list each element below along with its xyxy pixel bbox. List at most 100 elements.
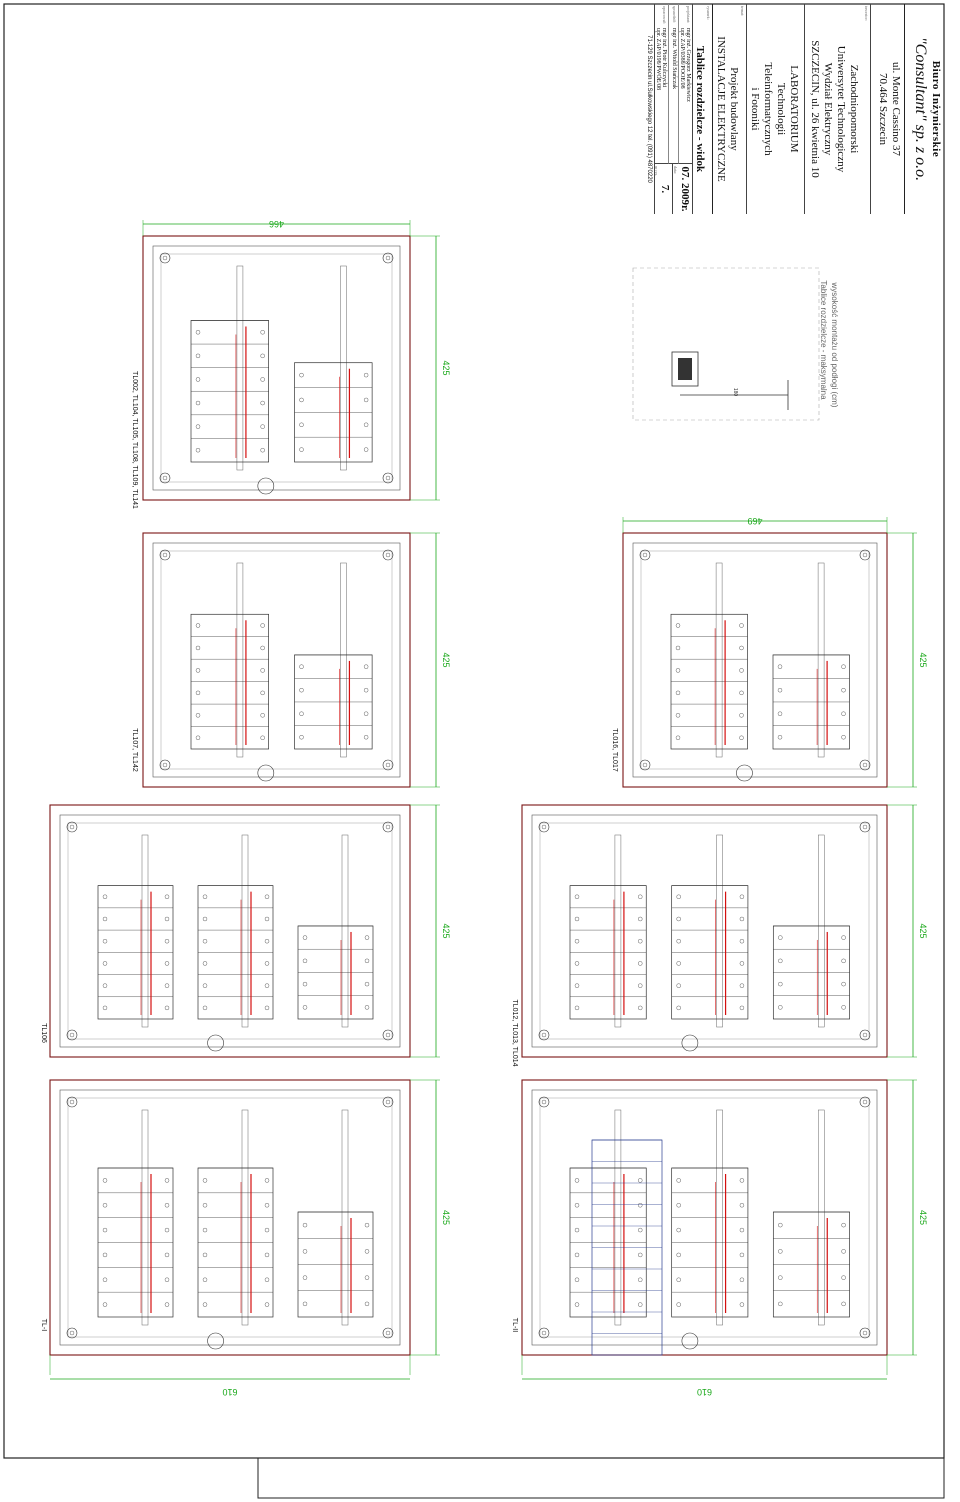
mounting-hole-inner: [69, 1330, 75, 1336]
terminal-screw: [739, 1178, 745, 1183]
terminal-screw: [574, 1277, 580, 1282]
terminal-screw: [676, 1302, 681, 1307]
mounting-hole: [382, 1327, 394, 1339]
terminal-screw: [739, 1005, 745, 1011]
investor-label: inwestor:: [864, 6, 869, 21]
investor-line-3: Wydział Elektryczny: [822, 62, 834, 156]
note-line-1: Tablice rozdzielcze - maksymalna: [819, 280, 828, 400]
terminal-screw: [739, 1252, 745, 1258]
terminal-screw: [302, 1301, 308, 1307]
terminal-screw: [302, 958, 308, 964]
mounting-hole-inner: [862, 1099, 868, 1105]
terminal-screw: [676, 1203, 681, 1208]
terminal-screw: [195, 400, 201, 406]
board-inner-frame: [152, 245, 401, 491]
note-line-2: wysokość montażu od podłogi (cm): [830, 282, 839, 408]
cable-gland: [681, 1332, 699, 1350]
terminal-screw: [364, 1222, 370, 1228]
terminal-screw: [363, 372, 369, 378]
object-line-4: i Fotoniki: [749, 87, 761, 131]
terminal-screw: [302, 981, 308, 987]
terminal-screw: [638, 1302, 643, 1307]
sheet-number: 7.: [659, 184, 671, 194]
terminal-screw: [739, 735, 744, 740]
terminal-screw: [202, 1227, 208, 1233]
mounting-hole-inner: [69, 824, 75, 830]
terminal-screw: [364, 1275, 370, 1280]
mounting-hole: [159, 472, 171, 484]
terminal-screw: [264, 1005, 270, 1011]
terminal-screw: [675, 668, 681, 673]
terminal-screw: [164, 894, 170, 899]
terminal-screw: [302, 1005, 308, 1010]
mounting-hole: [538, 1327, 550, 1339]
investor-line-4: SZCZECIN, ul. 26 kwietnia 10: [809, 40, 821, 178]
terminal-screw: [638, 939, 643, 944]
terminal-screw: [102, 1178, 108, 1183]
terminal-screw: [202, 1302, 208, 1307]
terminal-screw: [260, 330, 265, 335]
terminal-screw: [302, 935, 308, 940]
terminal-screw: [264, 961, 270, 966]
mounting-hole-inner: [385, 762, 391, 768]
board-plate: [539, 1097, 870, 1338]
mounting-hole: [66, 1096, 78, 1108]
board-frame: [142, 532, 411, 788]
terminal-screw: [260, 690, 265, 696]
height-dimension-label: 425: [441, 923, 451, 938]
board-inner-frame: [632, 542, 878, 778]
mounting-hole: [382, 759, 394, 771]
mounting-hole-inner: [69, 1032, 75, 1038]
terminal-screw: [195, 690, 201, 696]
board-tag: TL106: [40, 1023, 47, 1043]
investor-line-1: Zachodniopomorski: [848, 64, 860, 154]
terminal-screw: [841, 711, 846, 716]
mounting-hole-inner: [162, 552, 168, 558]
terminal-screw: [778, 958, 783, 964]
board-frame: [49, 804, 411, 1058]
terminal-screw: [202, 939, 208, 944]
terminal-screw: [777, 688, 783, 693]
terminal-screw: [164, 961, 170, 966]
terminal-screw: [202, 1005, 208, 1011]
drafter-name: mgr inż. Piotr Kulczycki: [661, 28, 667, 88]
board-plate: [640, 550, 870, 770]
board-inner-frame: [59, 814, 401, 1048]
note-dimension: 180: [732, 388, 738, 397]
mounting-hole: [66, 821, 78, 833]
mounting-hole: [538, 1096, 550, 1108]
terminal-screw: [638, 983, 643, 988]
terminal-screw: [778, 935, 783, 940]
terminal-screw: [264, 939, 270, 944]
din-rail: [340, 265, 347, 471]
board-frame: [521, 1079, 888, 1356]
mounting-hole: [382, 472, 394, 484]
terminal-screw: [102, 1302, 108, 1307]
terminal-screw: [164, 1005, 170, 1011]
investor-line-2: Uniwersytet Technologiczny: [835, 45, 847, 173]
mounting-hole-inner: [385, 552, 391, 558]
board-plate: [160, 550, 393, 770]
cable-gland: [257, 477, 275, 495]
designer-name: mgr inż. Grzegorz Markiewicz: [685, 28, 691, 102]
terminal-screw: [264, 916, 270, 922]
mounting-hole: [66, 1029, 78, 1041]
sheet-stub: [257, 1458, 945, 1499]
terminal-screw: [195, 713, 201, 718]
mounting-hole-inner: [862, 552, 868, 558]
terminal-screw: [841, 1275, 846, 1280]
mounting-hole-inner: [69, 1099, 75, 1105]
terminal-screw: [638, 1277, 643, 1282]
terminal-screw: [739, 983, 745, 988]
board-frame: [49, 1079, 411, 1356]
terminal-screw: [202, 1203, 208, 1208]
terminal-screw: [739, 961, 745, 966]
terminal-screw: [638, 1227, 643, 1233]
object-line-2: Technologii: [775, 82, 787, 136]
terminal-screw: [676, 1252, 681, 1258]
terminal-screw: [777, 735, 783, 740]
terminal-screw: [638, 1203, 643, 1208]
board-plate: [67, 1097, 393, 1338]
terminal-screw: [574, 1005, 580, 1011]
mounting-hole: [859, 1096, 871, 1108]
